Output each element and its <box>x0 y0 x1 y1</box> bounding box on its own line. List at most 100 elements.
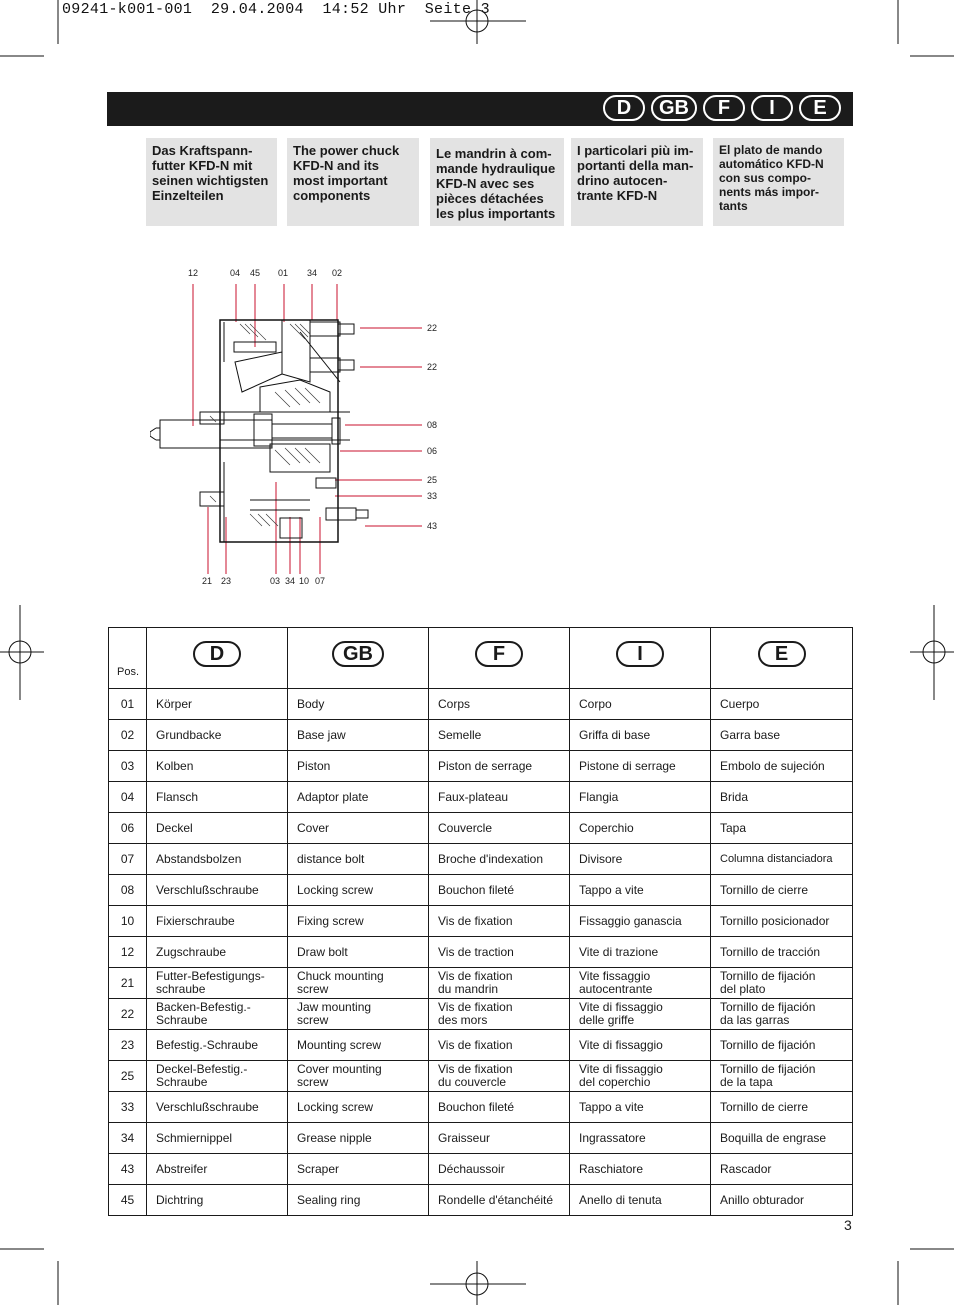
part-name-cell-i: Vite fissaggio autocentrante <box>569 967 711 999</box>
pos-cell: 25 <box>108 1060 147 1092</box>
part-name-cell-gb: Sealing ring <box>287 1184 429 1216</box>
part-name-cell-i: Griffa di base <box>569 719 711 751</box>
pos-cell: 07 <box>108 843 147 875</box>
part-name-cell-gb: Locking screw <box>287 874 429 906</box>
lang-badge-d: D <box>603 95 645 121</box>
callout-right-08: 08 <box>427 420 438 430</box>
callout-bottom-07: 07 <box>315 576 326 586</box>
part-name-cell-i: Anello di tenuta <box>569 1184 711 1216</box>
column-header-f: F <box>428 627 570 689</box>
part-name-cell-e: Boquilla de engrase <box>710 1122 853 1154</box>
intro-box-fr: Le mandrin à com- mande hydraulique KFD-… <box>430 138 564 226</box>
part-name-cell-e: Tornillo posicionador <box>710 905 853 937</box>
part-name-cell-e: Tornillo de fijación de la tapa <box>710 1060 853 1092</box>
part-name-cell-gb: Locking screw <box>287 1091 429 1123</box>
part-name-cell-e: Tornillo de cierre <box>710 1091 853 1123</box>
column-badge-f: F <box>475 641 523 667</box>
part-name-cell-i: Tappo a vite <box>569 874 711 906</box>
part-name-cell-i: Vite di fissaggio delle griffe <box>569 998 711 1030</box>
callout-top-02: 02 <box>332 268 343 278</box>
part-name-cell-gb: Base jaw <box>287 719 429 751</box>
column-header-gb: GB <box>287 627 429 689</box>
part-name-cell-gb: Jaw mounting screw <box>287 998 429 1030</box>
part-name-cell-f: Rondelle d'étanchéité <box>428 1184 570 1216</box>
part-name-cell-e: Tornillo de tracción <box>710 936 853 968</box>
column-badge-e: E <box>757 641 806 667</box>
intro-box-de: Das Kraftspann- futter KFD-N mit seinen … <box>146 138 277 226</box>
table-header-row: Pos. D GB F I E <box>108 627 853 689</box>
callout-right-22b: 22 <box>427 362 438 372</box>
part-name-cell-i: Divisore <box>569 843 711 875</box>
callout-right-25: 25 <box>427 475 438 485</box>
part-name-cell-d: Futter-Befestigungs- schraube <box>146 967 288 999</box>
part-name-cell-f: Déchaussoir <box>428 1153 570 1185</box>
chuck-cross-section-drawing: 12 04 45 01 34 02 22 22 08 06 25 33 43 2… <box>149 262 450 592</box>
part-name-cell-f: Corps <box>428 688 570 720</box>
lang-badge-f: F <box>703 95 745 121</box>
part-name-cell-f: Semelle <box>428 719 570 751</box>
part-name-cell-i: Vite di fissaggio <box>569 1029 711 1061</box>
part-name-cell-e: Rascador <box>710 1153 853 1185</box>
intro-box-it: I particolari più im- portanti della man… <box>571 138 703 226</box>
part-name-cell-e: Cuerpo <box>710 688 853 720</box>
part-name-cell-d: Deckel <box>146 812 288 844</box>
part-name-cell-e: Brida <box>710 781 853 813</box>
callout-right-06: 06 <box>427 446 438 456</box>
callout-right-33: 33 <box>427 491 438 501</box>
callout-bottom-21: 21 <box>202 576 213 586</box>
pos-cell: 12 <box>108 936 147 968</box>
part-name-cell-e: Embolo de sujeción <box>710 750 853 782</box>
part-name-cell-d: Kolben <box>146 750 288 782</box>
column-header-e: E <box>710 627 853 689</box>
part-name-cell-i: Corpo <box>569 688 711 720</box>
part-name-cell-d: Abstreifer <box>146 1153 288 1185</box>
part-name-cell-f: Bouchon fileté <box>428 874 570 906</box>
lang-badge-e: E <box>799 95 841 121</box>
pos-cell: 22 <box>108 998 147 1030</box>
part-name-cell-gb: Piston <box>287 750 429 782</box>
part-name-cell-f: Vis de traction <box>428 936 570 968</box>
part-name-cell-gb: Scraper <box>287 1153 429 1185</box>
callout-bottom-03: 03 <box>270 576 281 586</box>
callout-bottom-10: 10 <box>299 576 310 586</box>
pos-cell: 02 <box>108 719 147 751</box>
part-name-cell-d: Grundbacke <box>146 719 288 751</box>
part-name-cell-d: Befestig.-Schraube <box>146 1029 288 1061</box>
column-badge-i: I <box>616 641 664 667</box>
pos-column-header: Pos. <box>108 627 147 689</box>
callout-top-12: 12 <box>188 268 199 278</box>
part-name-cell-e: Tornillo de fijación del plato <box>710 967 853 999</box>
part-name-cell-gb: Fixing screw <box>287 905 429 937</box>
part-name-cell-d: Zugschraube <box>146 936 288 968</box>
part-name-cell-e: Tornillo de cierre <box>710 874 853 906</box>
part-name-cell-d: Fixierschraube <box>146 905 288 937</box>
part-name-cell-f: Couvercle <box>428 812 570 844</box>
callout-right-43: 43 <box>427 521 438 531</box>
part-name-cell-e: Tapa <box>710 812 853 844</box>
part-name-cell-e: Tornillo de fijación da las garras <box>710 998 853 1030</box>
part-name-cell-e: Tornillo de fijación <box>710 1029 853 1061</box>
pos-cell: 06 <box>108 812 147 844</box>
column-badge-d: D <box>193 641 241 667</box>
part-name-cell-i: Vite di fissaggio del coperchio <box>569 1060 711 1092</box>
part-name-cell-i: Coperchio <box>569 812 711 844</box>
chuck-drawing-svg <box>149 284 422 574</box>
part-name-cell-gb: Adaptor plate <box>287 781 429 813</box>
part-name-cell-d: Abstandsbolzen <box>146 843 288 875</box>
callout-right-22a: 22 <box>427 323 438 333</box>
intro-box-gb: The power chuck KFD-N and its most impor… <box>287 138 419 226</box>
part-name-cell-f: Faux-plateau <box>428 781 570 813</box>
callout-top-34: 34 <box>307 268 318 278</box>
part-name-cell-d: Schmiernippel <box>146 1122 288 1154</box>
